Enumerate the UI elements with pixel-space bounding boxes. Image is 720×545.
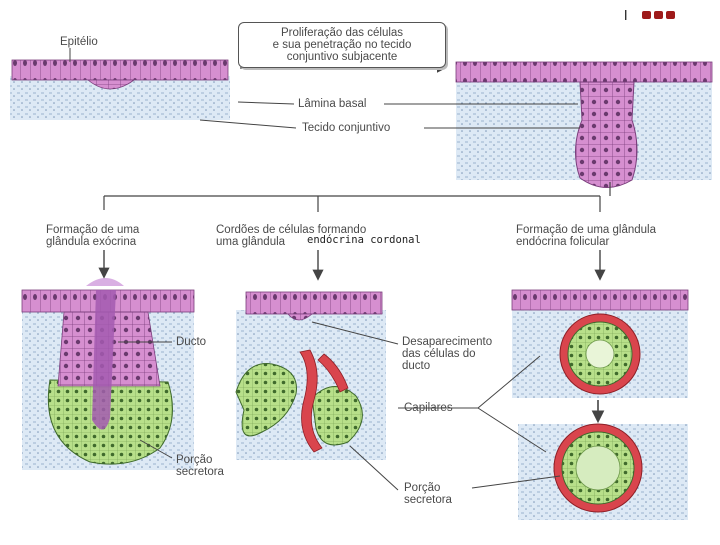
branch-exocrina-line-2: glândula exócrina bbox=[46, 236, 137, 248]
initial-epithelium-panel bbox=[10, 48, 230, 120]
box-line-1: Proliferação das células bbox=[280, 27, 404, 39]
label-tecido-conjuntivo: Tecido conjuntivo bbox=[302, 122, 391, 134]
epithelium-layer-2 bbox=[455, 61, 713, 83]
label-desaparecimento: Desaparecimento das células do ducto bbox=[402, 336, 492, 372]
proliferating-cord bbox=[575, 81, 638, 188]
porcao-secretora-2-line-2: secretora bbox=[404, 494, 452, 506]
epithelial-bud bbox=[86, 79, 136, 90]
box-line-2: e sua penetração no tecido bbox=[272, 39, 412, 51]
proliferation-panel bbox=[455, 61, 713, 188]
branch-folicular-line-1: Formação de uma glândula bbox=[516, 224, 656, 236]
label-porcao-secretora-1: Porção secretora bbox=[176, 454, 224, 478]
label-branch-cordonal: Cordões de células formando uma glândula bbox=[216, 224, 366, 248]
exocrine-secretory-portion bbox=[47, 379, 173, 465]
slide-decoration bbox=[622, 8, 682, 27]
label-porcao-secretora-2: Porção secretora bbox=[404, 482, 452, 506]
desaparecimento-line-1: Desaparecimento bbox=[402, 336, 493, 348]
proliferation-box: Proliferação das células e sua penetraçã… bbox=[238, 22, 446, 68]
label-branch-folicular: Formação de uma glândula endócrina folic… bbox=[516, 224, 656, 248]
inserted-endocrina-cordonal: endócrina cordonal bbox=[305, 234, 423, 246]
epithelium-layer-1 bbox=[11, 59, 229, 81]
label-branch-exocrina: Formação de uma glândula exócrina bbox=[46, 224, 139, 248]
epithelium-layer-4 bbox=[245, 291, 383, 315]
exocrine-duct-lumen bbox=[92, 290, 116, 430]
cord-cells-2 bbox=[311, 386, 363, 446]
label-capilares: Capilares bbox=[404, 402, 453, 414]
epithelium-layer-5 bbox=[511, 289, 689, 311]
cord-cells-1 bbox=[235, 363, 297, 437]
branch-cordonal-line-1: Cordões de células formando bbox=[216, 224, 367, 236]
exocrine-panel bbox=[21, 278, 195, 470]
branch-exocrina-line-1: Formação de uma bbox=[46, 224, 140, 236]
cordonal-panel bbox=[235, 291, 399, 491]
top-arrows bbox=[98, 63, 611, 424]
capillary-2 bbox=[317, 353, 349, 393]
capillary-1 bbox=[299, 349, 323, 453]
label-epitelio: Epitélio bbox=[60, 36, 98, 48]
label-lamina-basal: Lâmina basal bbox=[298, 98, 367, 110]
branch-cordonal-line-2: uma glândula bbox=[216, 236, 286, 248]
porcao-secretora-1-line-1: Porção bbox=[176, 454, 213, 466]
box-line-3: conjuntivo subjacente bbox=[286, 51, 398, 63]
porcao-secretora-1-line-2: secretora bbox=[176, 466, 224, 478]
desaparecimento-line-3: ducto bbox=[402, 360, 431, 372]
branch-folicular-line-2: endócrina folicular bbox=[516, 236, 610, 248]
desaparecimento-line-2: das células do bbox=[402, 348, 476, 360]
follicular-panel bbox=[398, 289, 689, 520]
porcao-secretora-2-line-1: Porção bbox=[404, 482, 441, 494]
label-ducto: Ducto bbox=[176, 336, 207, 348]
